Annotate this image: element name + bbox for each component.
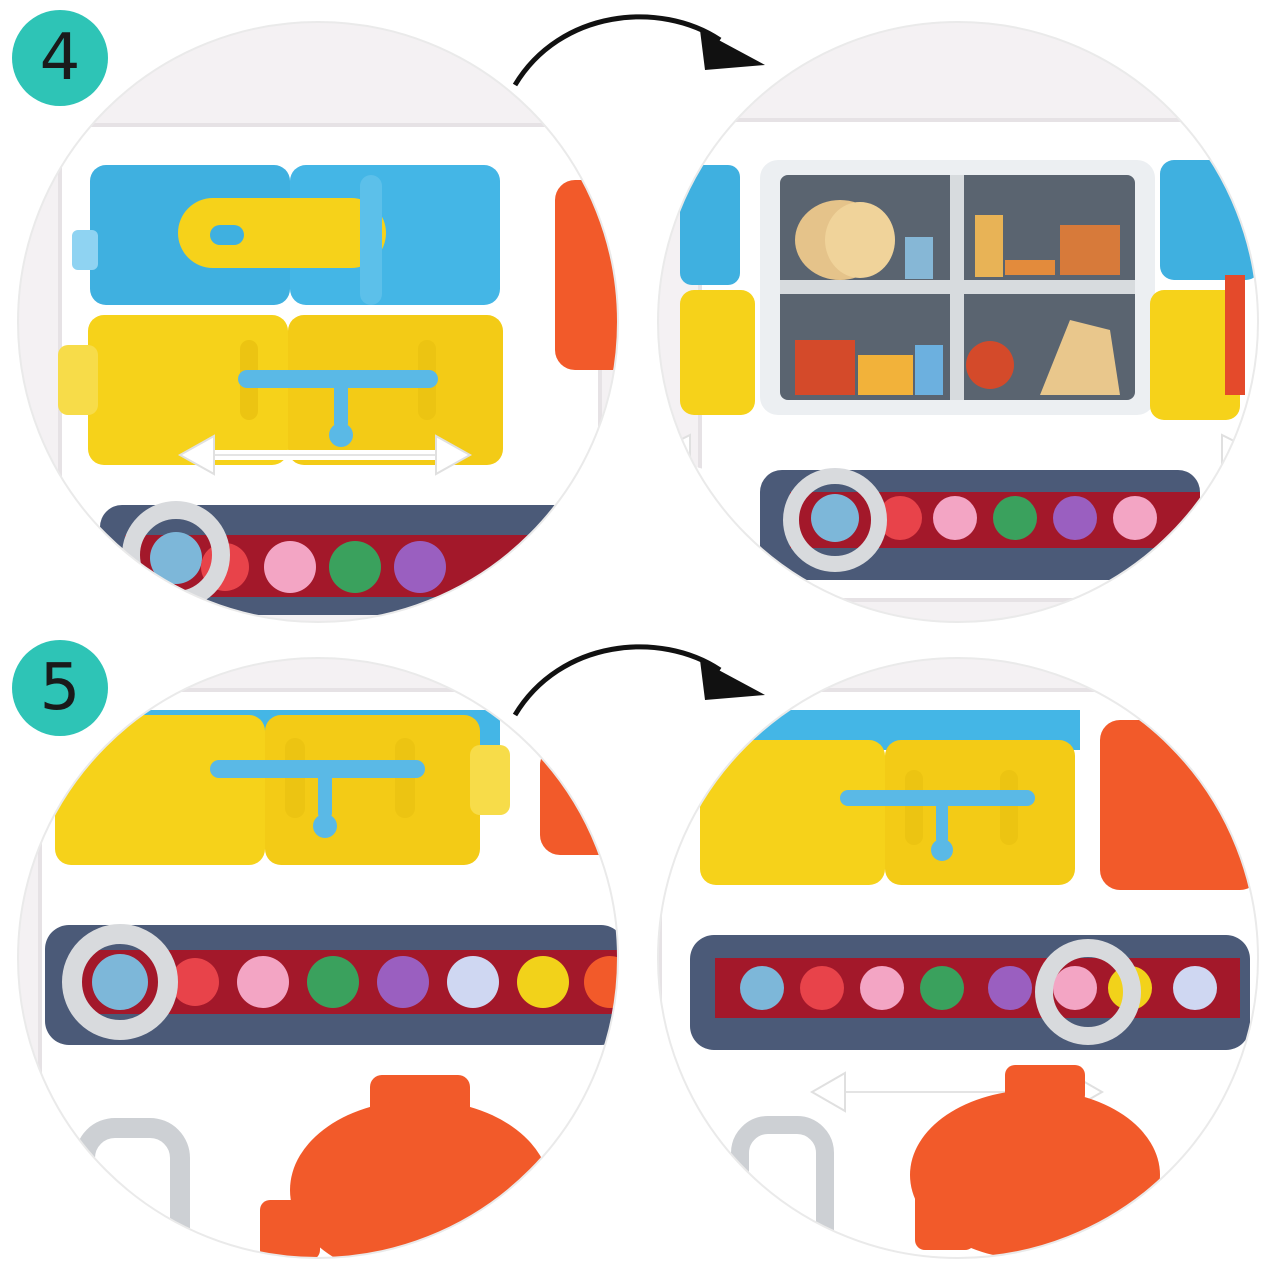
bead-rail — [45, 924, 618, 1045]
photo-step5-ring-left — [18, 658, 618, 1258]
yellow-door — [58, 315, 503, 465]
blue-door — [72, 165, 500, 305]
curved-arrow-icon — [512, 14, 765, 87]
step-number: 4 — [39, 21, 81, 95]
step-badge-5: 5 — [12, 640, 108, 736]
step-badge-4: 4 — [12, 10, 108, 106]
photo-step5-ring-right — [658, 658, 1258, 1258]
curved-arrow-icon — [512, 644, 765, 717]
bead-rail — [760, 468, 1200, 580]
step-number: 5 — [39, 651, 81, 725]
bead-rail — [100, 501, 618, 615]
yellow-door — [55, 715, 510, 865]
shelf-picture — [760, 160, 1155, 415]
double-arrow-icon — [177, 434, 473, 476]
yellow-door — [700, 740, 1075, 885]
photo-step4-open — [658, 22, 1258, 622]
bead-rail — [690, 935, 1250, 1050]
photo-step4-closed — [18, 22, 618, 622]
